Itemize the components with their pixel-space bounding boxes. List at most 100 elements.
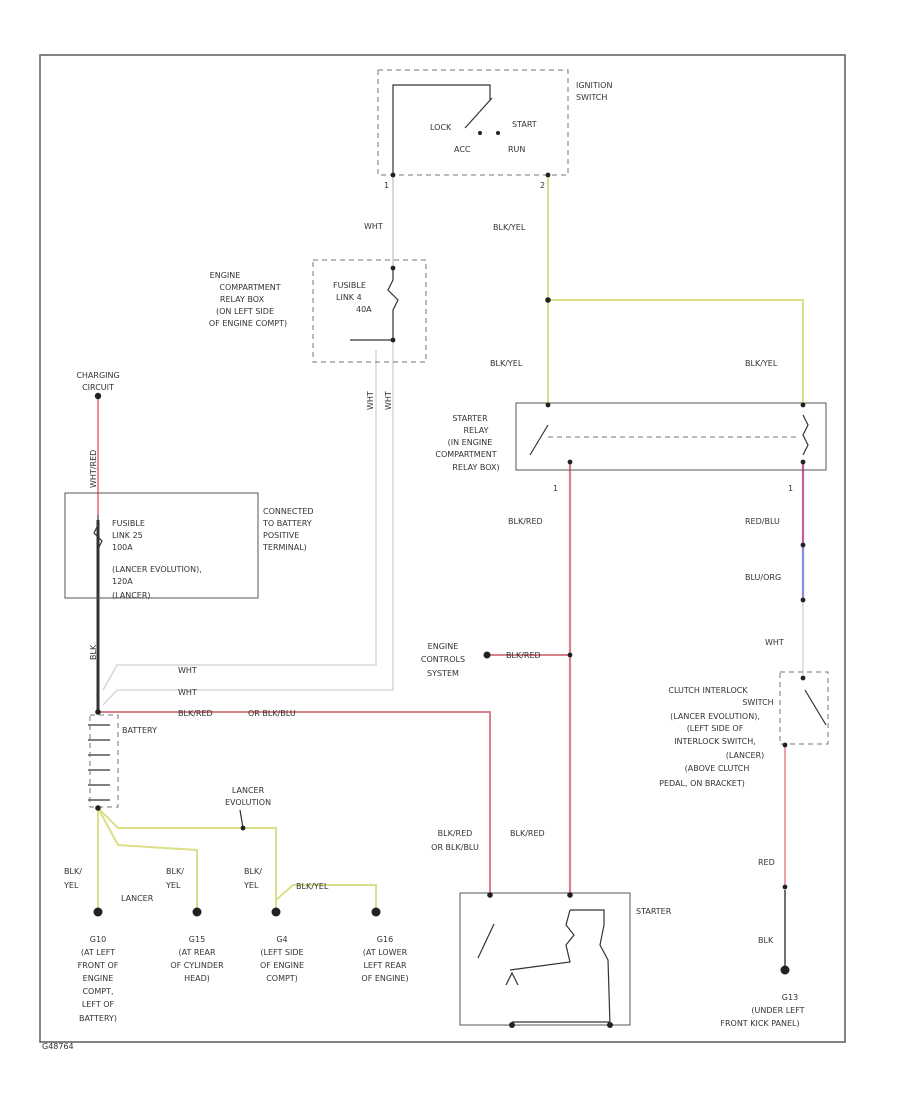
relay-box-label-1: ENGINE [210, 271, 241, 280]
svg-text:(AT LEFT: (AT LEFT [81, 948, 115, 957]
wire-blkyel-relay-right [548, 299, 804, 405]
starter-solenoid-coil [509, 909, 575, 971]
svg-text:G16: G16 [377, 935, 393, 944]
ground-g15 [192, 907, 202, 917]
starter-relay-label-4: COMPARTMENT [435, 450, 496, 459]
clutch-switch-label-4: (LEFT SIDE OF [687, 724, 744, 733]
ground-g13 [780, 965, 790, 975]
svg-text:COMPT,: COMPT, [82, 987, 113, 996]
engine-controls-label-3: SYSTEM [427, 669, 459, 678]
connected-battery-label-1: CONNECTED [263, 507, 314, 516]
wire-label-red: RED [758, 858, 775, 867]
fusible-link-25-label-6: (LANCER) [112, 591, 151, 600]
ignition-terminal-1 [390, 172, 396, 178]
wire-wht-fl4-a [102, 350, 377, 691]
wire-blkyel-g15 [97, 807, 198, 910]
ground-g10-label: G10 (AT LEFT FRONT OF ENGINE COMPT, LEFT… [78, 935, 119, 1023]
battery-negative-node [95, 805, 101, 811]
fusible-link-25-label-4: (LANCER EVOLUTION), [112, 565, 202, 574]
starter-relay-node-out [567, 459, 573, 465]
battery-label: BATTERY [122, 726, 157, 735]
diagram-frame [39, 54, 846, 1043]
starter-relay-label-1: STARTER [452, 414, 488, 423]
fusible-link-25-label-2: LINK 25 [112, 531, 143, 540]
connector-red-blk [782, 884, 788, 890]
starter-relay-label-3: (IN ENGINE [448, 438, 493, 447]
svg-text:FRONT KICK PANEL): FRONT KICK PANEL) [720, 1019, 799, 1028]
starter-relay-pin-left: 1 [553, 484, 558, 493]
charging-circuit-label-1: CHARGING [76, 371, 119, 380]
ground-g10 [93, 907, 103, 917]
clutch-switch-node-top [800, 675, 806, 681]
relay-box-label-5: OF ENGINE COMPT) [209, 319, 287, 328]
svg-text:OF ENGINE: OF ENGINE [260, 961, 304, 970]
lancer-evolution-label-2: EVOLUTION [225, 798, 271, 807]
ignition-switch-box [377, 69, 569, 176]
lancer-evolution-leader [239, 809, 244, 829]
starter-relay-label-5: RELAY BOX) [452, 463, 499, 472]
ignition-position-lock: LOCK [430, 123, 452, 132]
wire-label-wht-bat1: WHT [178, 666, 197, 675]
ignition-switch-label-1: IGNITION [576, 81, 612, 90]
starter-relay-pin-right: 1 [788, 484, 793, 493]
battery-positive-node [95, 709, 101, 715]
ignition-position-acc: ACC [454, 145, 471, 154]
wire-label-blkyel-1: BLK/YEL [493, 223, 526, 232]
starter-winding [570, 909, 611, 1026]
starter-relay-node-coil [800, 459, 806, 465]
connector-redblu-bluorg [800, 542, 806, 548]
ignition-contact-2 [496, 131, 500, 135]
wire-label-wht-ignition: WHT [364, 222, 383, 231]
lancer-evolution-splice [240, 825, 246, 831]
starter-solenoid-switch [477, 923, 495, 959]
svg-text:FRONT OF: FRONT OF [78, 961, 119, 970]
engine-controls-terminal [483, 651, 491, 659]
wire-labels: WHT BLK/YEL BLK/YEL BLK/YEL WHT WHT WHT/… [63, 222, 784, 945]
ignition-position-run: RUN [508, 145, 525, 154]
starter-ground-left [509, 1022, 515, 1028]
fusible-link-4-terminal-bottom [390, 337, 396, 343]
fusible-link-4-label-3: 40A [356, 305, 372, 314]
engine-relay-box [312, 259, 427, 363]
wire-label-redblu: RED/BLU [745, 517, 780, 526]
starter-relay-node-right [800, 402, 806, 408]
wire-label-wht-clutch: WHT [765, 638, 784, 647]
svg-text:G13: G13 [782, 993, 798, 1002]
svg-text:COMPT): COMPT) [266, 974, 298, 983]
engine-controls-label-1: ENGINE [428, 642, 459, 651]
engine-controls-label-2: CONTROLS [421, 655, 465, 664]
ground-g16-label: G16 (AT LOWER LEFT REAR OF ENGINE) [361, 935, 408, 983]
wire-label-wht-fl1: WHT [366, 391, 375, 410]
ignition-pin-1: 1 [384, 181, 389, 190]
svg-text:HEAD): HEAD) [184, 974, 210, 983]
wire-label-blkred-relay: BLK/RED [508, 517, 543, 526]
battery-symbol [88, 714, 119, 808]
engine-controls-splice [567, 652, 573, 658]
ignition-switch-contacts [392, 84, 491, 175]
starter-motor [505, 971, 519, 986]
svg-text:G10: G10 [90, 935, 106, 944]
wire-wht-fl4-b [102, 340, 394, 706]
wire-label-blkyel-2: BLK/YEL [490, 359, 523, 368]
starter-relay-coil [802, 414, 809, 456]
starter-s-terminal [567, 892, 573, 898]
wire-label-blkyel-g16: BLK/YEL [296, 882, 329, 891]
connector-bluorg-wht [800, 597, 806, 603]
svg-text:LEFT REAR: LEFT REAR [363, 961, 406, 970]
fusible-link-4-terminal-top [390, 265, 396, 271]
relay-box-label-4: (ON LEFT SIDE [216, 307, 274, 316]
fusible-link-4-label-1: FUSIBLE [333, 281, 366, 290]
wire-label-blkyel-g10-1: BLK/ [64, 867, 82, 876]
charging-circuit-terminal [94, 392, 102, 400]
starter-ground-right [607, 1022, 613, 1028]
svg-text:G4: G4 [276, 935, 287, 944]
starter-relay-node-left [545, 402, 551, 408]
relay-box-label-3: RELAY BOX [220, 295, 265, 304]
wire-label-blkyel-g15-2: YEL [165, 881, 181, 890]
fusible-link-25-label-3: 100A [112, 543, 133, 552]
starter-label: STARTER [636, 907, 672, 916]
wire-label-blkred-starter: BLK/RED [510, 829, 545, 838]
ground-g16 [371, 907, 381, 917]
clutch-switch-label-2: SWITCH [742, 698, 773, 707]
